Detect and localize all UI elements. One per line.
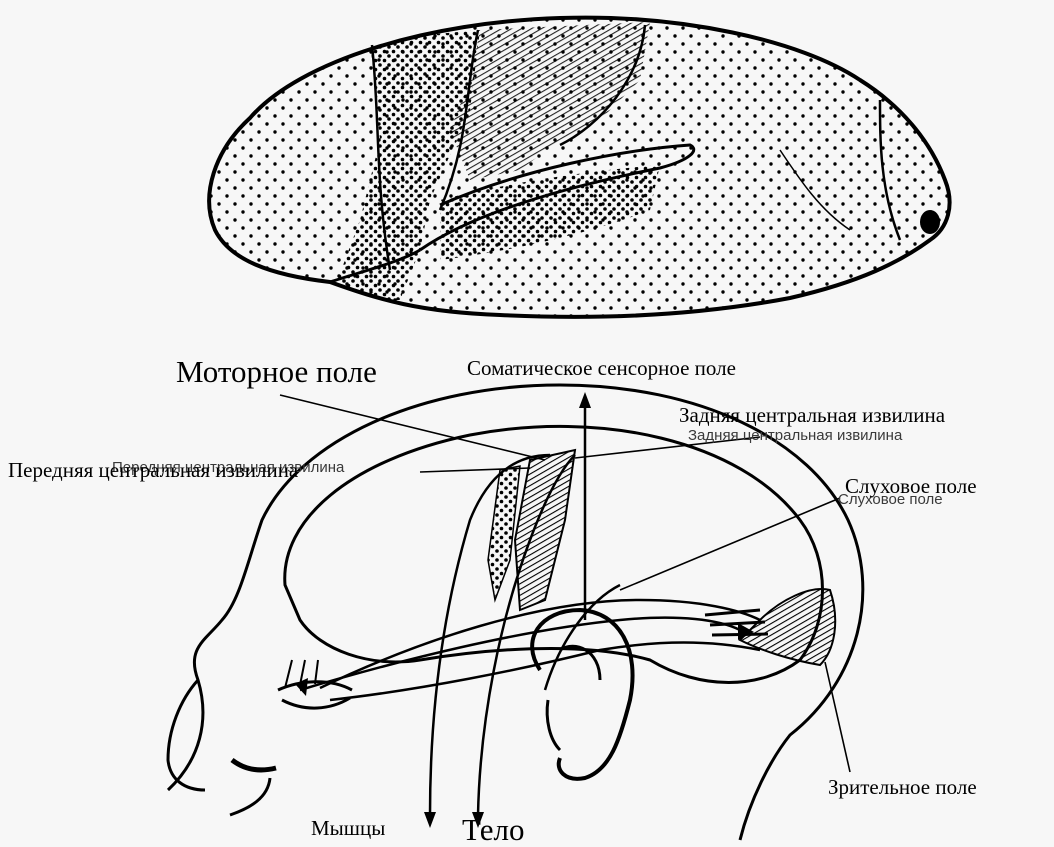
- muscles-label: Мышцы: [311, 818, 385, 839]
- visual-field-label: Зрительное поле: [828, 777, 977, 798]
- motor-field-label: Моторное поле: [176, 356, 377, 387]
- anterior-central-gyrus-label: Передняя центральная извилина: [8, 460, 298, 481]
- visual-field-shading: [705, 589, 835, 665]
- posterior-central-gyrus-label: Задняя центральная извилина: [679, 405, 945, 426]
- pathway-arrowheads: [295, 392, 754, 828]
- auditory-field-label: Слуховое поле: [845, 476, 977, 497]
- faded-posterior-gyrus-label: Задняя центральная извилина: [688, 428, 902, 443]
- somatic-sensory-field-label: Соматическое сенсорное поле: [467, 358, 736, 379]
- body-label: Тело: [462, 814, 524, 845]
- brain-lateral-view: [190, 0, 970, 340]
